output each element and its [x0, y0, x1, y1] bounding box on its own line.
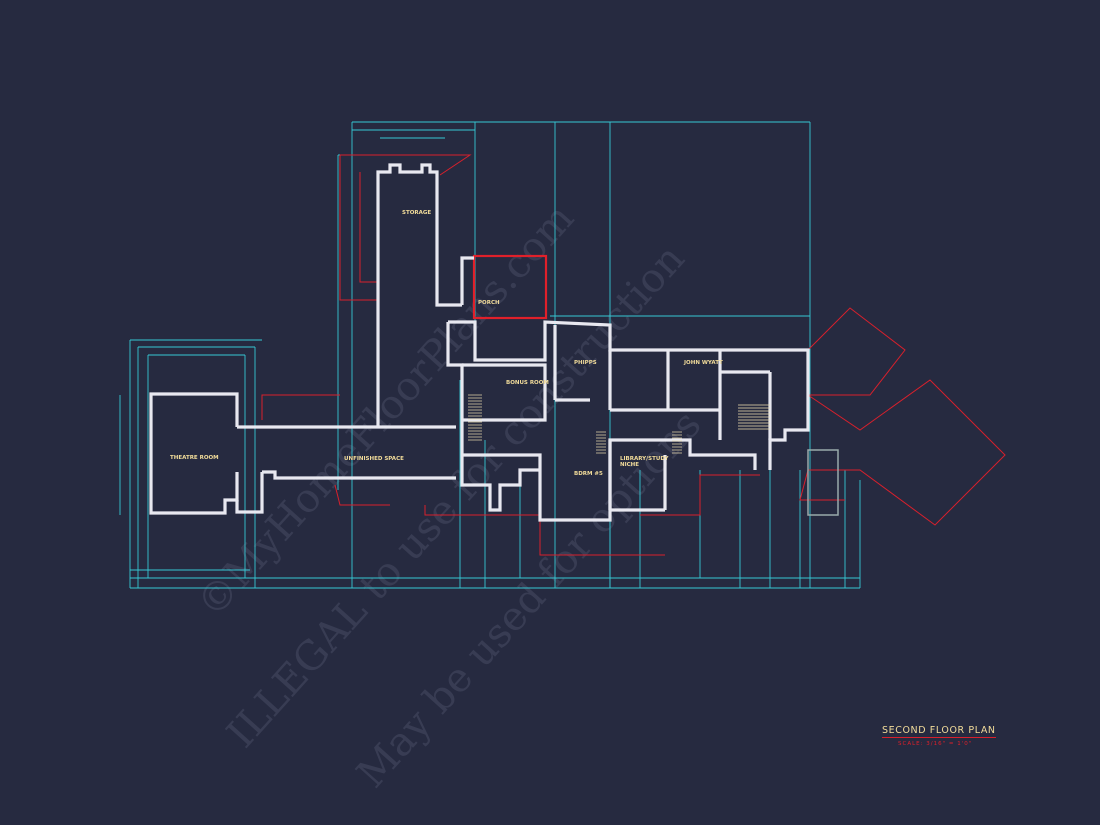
drawing-scale: SCALE: 3/16" = 1'0" [898, 741, 973, 747]
room-label-library-study: LIBRARY/STUDY [620, 456, 670, 462]
room-label-bdrm-5: BDRM #5 [574, 471, 603, 477]
room-label-john-wyatt: JOHN WYATT [683, 360, 723, 366]
room-label-theatre-room: THEATRE ROOM [170, 455, 219, 461]
room-label-bonus-room: BONUS ROOM [506, 380, 549, 386]
walls [149, 163, 839, 522]
room-label-unfinished-space: UNFINISHED SPACE [344, 456, 404, 462]
drawing-title: SECOND FLOOR PLAN [882, 725, 996, 738]
stairs [468, 394, 770, 454]
room-label-phipps: PHIPPS [574, 360, 597, 366]
room-labels: STORAGE PORCH BONUS ROOM PHIPPS JOHN WYA… [170, 210, 723, 477]
room-label-storage: STORAGE [402, 210, 431, 216]
room-label-porch: PORCH [478, 300, 500, 306]
roof-outline [261, 154, 1006, 556]
dimension-lines [119, 121, 861, 589]
room-label-niche: NICHE [620, 462, 639, 468]
watermark: ©MyHomeFloorPlans.com ILLEGAL to use for… [188, 195, 710, 796]
